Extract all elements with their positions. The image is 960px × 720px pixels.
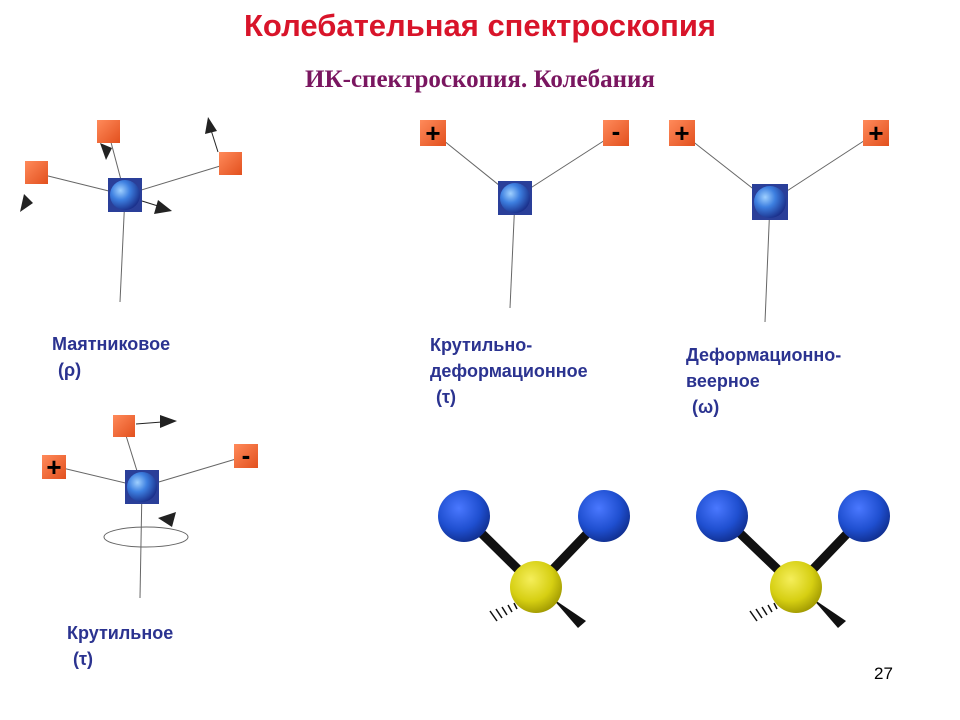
wagging-name-line1: Деформационно- [686, 345, 842, 365]
rotation-arrow-icon [158, 512, 176, 527]
arrow-icon [154, 200, 172, 214]
blue-atom [838, 490, 890, 542]
twisting-molecule: + - [42, 415, 258, 599]
plus-sign: + [868, 118, 883, 148]
plus-sign: + [674, 118, 689, 148]
arrow-icon [20, 194, 33, 212]
rocking-label: Маятниковое (ρ) [52, 331, 170, 383]
wagging-label: Деформационно- веерное (ω) [686, 342, 841, 420]
minus-atom [234, 444, 258, 468]
blue-atom [578, 490, 630, 542]
minus-sign: - [612, 116, 621, 146]
twisting-deformation-name-line1: Крутильно- [430, 335, 533, 355]
wagging-molecule: + + [669, 118, 889, 323]
ball-model-wagging [696, 490, 890, 628]
plus-atom [669, 120, 695, 146]
twisting-deformation-symbol: (τ) [436, 387, 457, 407]
orange-atom [113, 415, 135, 437]
minus-atom [603, 120, 629, 146]
wedge-bond [552, 598, 586, 628]
orange-atom [97, 120, 120, 143]
orange-atom [219, 152, 242, 175]
plus-sign: + [46, 452, 61, 482]
orange-atom [25, 161, 48, 184]
page-subtitle: ИК-спектроскопия. Колебания [305, 66, 655, 93]
ball-model-twisting-deformation [438, 490, 630, 628]
arrow-icon [205, 117, 217, 134]
page-title: Колебательная спектроскопия [244, 8, 716, 43]
plus-atom [42, 455, 66, 479]
twisting-name: Крутильное [67, 623, 174, 643]
plus-atom [863, 120, 889, 146]
arrow-icon [160, 415, 177, 428]
wagging-symbol: (ω) [692, 397, 720, 417]
yellow-atom [770, 561, 822, 613]
yellow-atom [510, 561, 562, 613]
hashed-bond [749, 600, 783, 622]
hashed-bond [489, 600, 523, 622]
wedge-bond [812, 598, 846, 628]
plus-sign: + [425, 118, 440, 148]
blue-atom [696, 490, 748, 542]
rocking-molecule [20, 117, 242, 303]
twisting-label: Крутильное (τ) [67, 620, 173, 672]
twisting-deformation-molecule: + - [420, 116, 629, 309]
minus-sign: - [242, 440, 251, 470]
arrow-icon [100, 143, 112, 160]
twisting-deformation-label: Крутильно- деформационное (τ) [430, 332, 588, 410]
twisting-symbol: (τ) [73, 649, 94, 669]
twisting-deformation-name-line2: деформационное [430, 361, 588, 381]
plus-atom [420, 120, 446, 146]
rocking-name: Маятниковое [52, 334, 171, 354]
wagging-name-line2: веерное [686, 371, 760, 391]
page-number: 27 [874, 664, 893, 683]
rocking-symbol: (ρ) [58, 360, 82, 380]
blue-atom [438, 490, 490, 542]
